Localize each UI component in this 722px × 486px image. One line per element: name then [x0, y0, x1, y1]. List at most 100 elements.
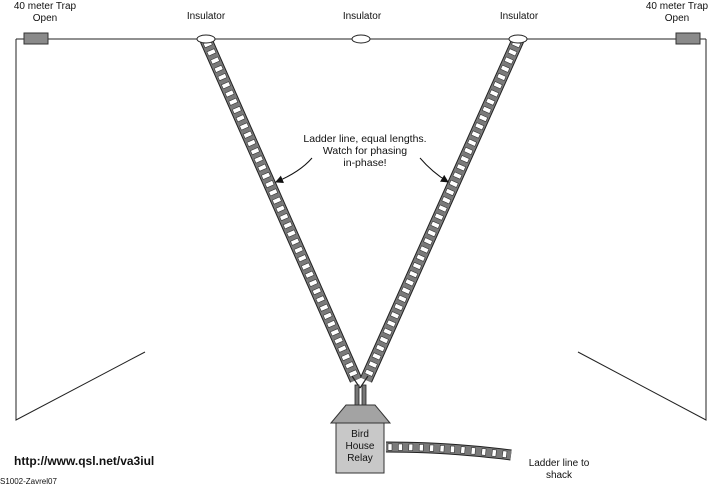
ladder-rung-window: [231, 105, 242, 114]
ladder-rung-window: [322, 311, 333, 320]
ladder-rung-window: [268, 188, 279, 197]
relay-label-line-2: House: [345, 441, 375, 452]
ladder-rung-window: [452, 171, 463, 180]
shack-label-line-1: Ladder line to: [528, 458, 590, 469]
ladder-rung-window: [333, 336, 344, 345]
insulator-center: [351, 34, 371, 44]
ladder-rung-window: [448, 179, 459, 188]
ladder-note-arrow-left: [275, 157, 313, 183]
trap-left: [23, 32, 49, 45]
shack-label: Ladder line to shack: [514, 458, 604, 482]
ladder-rung-window: [261, 171, 271, 180]
source-url: http://www.qsl.net/va3iul: [14, 454, 155, 468]
y-junction: [351, 375, 369, 408]
ladder-rung-window: [311, 287, 322, 296]
ladder-rung-window: [253, 155, 264, 164]
insulator-left: [196, 34, 216, 44]
ladder-rung-window: [404, 278, 415, 287]
relay-label-line-1: Bird: [351, 429, 369, 440]
ladder-rung-window: [304, 270, 315, 279]
ladder-rung-window: [271, 196, 282, 205]
ladder-rung-window: [308, 278, 319, 287]
ladder-rung-window: [337, 344, 348, 353]
ladder-rung-window: [430, 220, 441, 229]
ladder-rung-window: [418, 443, 424, 452]
ladder-note-line-1: Ladder line, equal lengths.: [303, 133, 427, 145]
trap-right: [675, 32, 701, 45]
ladder-rung-window: [250, 147, 260, 156]
ladder-rung-window: [326, 320, 337, 329]
ladder-line-note: Ladder line, equal lengths. Watch for ph…: [285, 133, 445, 169]
ladder-rung-window: [286, 229, 297, 238]
ladder-line-to-shack: [385, 441, 512, 461]
ladder-rung-window: [408, 443, 414, 451]
ladder-rung-window: [398, 443, 403, 451]
ladder-rung-window: [492, 81, 503, 90]
ladder-rung-window: [491, 449, 497, 457]
antenna-wire-right-end: [577, 39, 707, 421]
ladder-rung-window: [210, 56, 220, 65]
ladder-rung-window: [501, 450, 508, 459]
ladder-rung-window: [478, 114, 488, 123]
ladder-rung-window: [470, 130, 481, 139]
ladder-rung-window: [282, 221, 293, 230]
ladder-rung-window: [224, 89, 235, 98]
ladder-rung-window: [217, 73, 228, 82]
ladder-rung-window: [330, 328, 340, 337]
ladder-rung-window: [467, 138, 477, 147]
ladder-rung-window: [507, 48, 518, 57]
ladder-rung-window: [463, 146, 474, 155]
ladder-rung-window: [368, 360, 378, 369]
ladder-note-line-3: in-phase!: [343, 157, 387, 169]
ladder-rung-window: [459, 155, 470, 164]
ladder-rung-window: [445, 187, 455, 197]
ladder-rung-window: [503, 56, 514, 65]
ladder-rung-window: [297, 254, 308, 263]
relay-label: Bird House Relay: [336, 429, 384, 465]
ladder-rung-window: [264, 180, 275, 189]
insulator-label-right: Insulator: [499, 11, 539, 22]
ladder-rung-window: [408, 270, 419, 279]
trap-label-right: 40 meter Trap Open: [632, 1, 722, 25]
ladder-line-right: [360, 37, 524, 383]
ladder-rung-window: [340, 353, 351, 362]
insulator-right: [508, 34, 528, 44]
ladder-rung-window: [206, 48, 217, 57]
ladder-rung-window: [456, 163, 466, 172]
ladder-rung-window: [246, 138, 257, 147]
ladder-rung-window: [371, 352, 382, 361]
ladder-rung-window: [344, 361, 355, 370]
ladder-rung-window: [301, 262, 311, 271]
figure-credit: S1002-Zavrel07: [0, 477, 57, 486]
ladder-rung-window: [397, 294, 408, 303]
ladder-rung-window: [319, 303, 329, 312]
shack-label-line-2: shack: [545, 470, 573, 481]
ladder-rung-window: [474, 122, 485, 131]
ladder-rung-window: [412, 261, 422, 270]
ladder-rung-window: [500, 64, 511, 73]
trap-label-left-line-1: 40 meter Trap: [13, 1, 77, 12]
ladder-rung-window: [279, 213, 289, 222]
ladder-rung-window: [235, 114, 246, 123]
relay-label-line-3: Relay: [347, 453, 373, 464]
trap-label-left-line-2: Open: [32, 13, 58, 24]
ladder-rung-window: [242, 130, 253, 139]
ladder-rung-window: [423, 237, 433, 246]
ladder-rung-window: [275, 204, 286, 213]
ladder-rung-window: [220, 81, 231, 90]
ladder-rung-window: [439, 444, 445, 453]
antenna-wire-left-end: [15, 39, 146, 421]
trap-label-right-line-1: 40 meter Trap: [645, 1, 709, 12]
ladder-rung-window: [213, 64, 224, 73]
ladder-rung-window: [441, 196, 452, 205]
ladder-rung-window: [293, 245, 304, 254]
ladder-rung-window: [426, 229, 437, 238]
ladder-rung-window: [315, 295, 326, 304]
ladder-rung-window: [382, 327, 393, 336]
bird-house-relay: [329, 404, 392, 474]
ladder-rung-window: [257, 163, 268, 172]
ladder-rung-window: [449, 445, 456, 453]
ladder-rung-window: [489, 89, 500, 98]
ladder-rung-window: [429, 444, 435, 452]
